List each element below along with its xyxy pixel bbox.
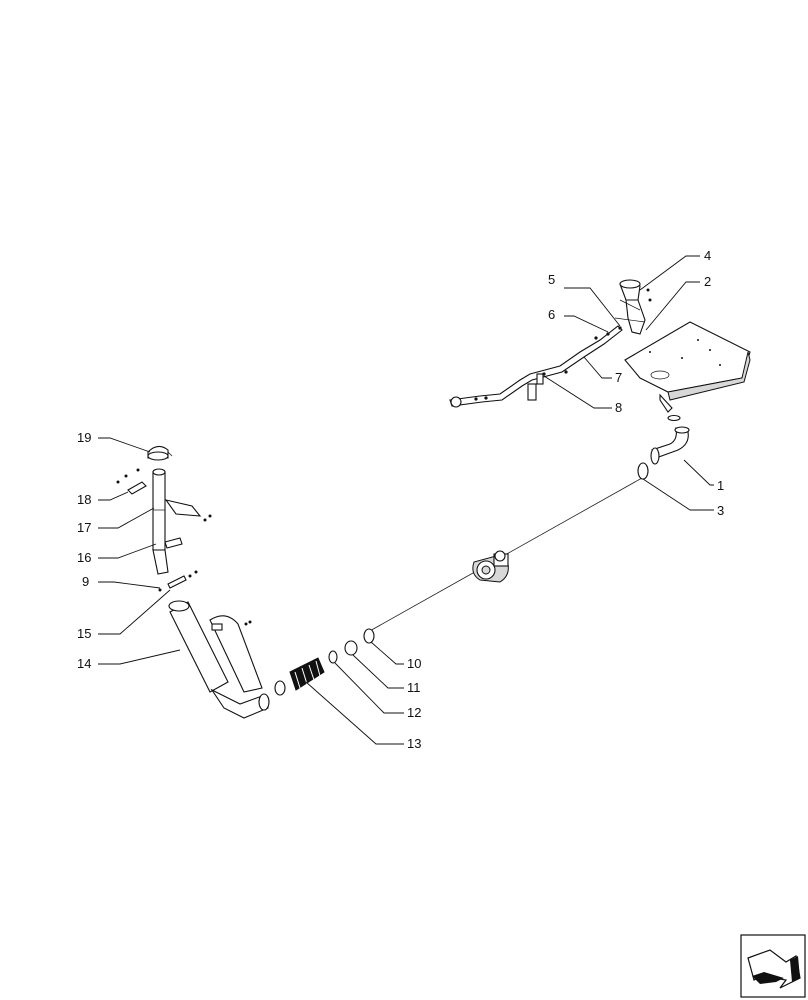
- callout-5: 5: [548, 272, 555, 287]
- callout-1: 1: [717, 478, 724, 493]
- callout-2: 2: [704, 274, 711, 289]
- callout-14: 14: [77, 656, 91, 671]
- leader-7: [583, 356, 612, 379]
- callout-10: 10: [407, 656, 421, 671]
- elbow-pipe: [650, 426, 690, 465]
- flex-bellows: [289, 657, 325, 691]
- leader-16: [98, 543, 157, 559]
- leader-15: [98, 589, 171, 635]
- callout-12: 12: [407, 705, 421, 720]
- leader-17: [98, 507, 155, 529]
- ring-11: [344, 640, 358, 656]
- leader-11: [352, 654, 404, 689]
- leader-19: [98, 437, 151, 453]
- leader-3: [642, 478, 714, 511]
- callout-18: 18: [77, 492, 91, 507]
- leader-2: [645, 281, 700, 331]
- leader-12: [334, 662, 404, 714]
- gasket-small: [274, 680, 286, 696]
- callout-13: 13: [407, 736, 421, 751]
- ring-10: [363, 628, 375, 644]
- heat-shield-assembly: [624, 321, 751, 422]
- leader-10: [370, 641, 404, 665]
- callout-8: 8: [615, 400, 622, 415]
- leader-9: [98, 581, 161, 589]
- clamp-ring: [637, 462, 649, 480]
- turbocharger: [472, 550, 509, 583]
- muffler: [168, 600, 270, 719]
- leader-14: [98, 649, 181, 665]
- callout-17: 17: [77, 520, 91, 535]
- arrow-navigation-icon[interactable]: [740, 934, 806, 998]
- leader-13: [305, 681, 404, 745]
- callout-3: 3: [717, 503, 724, 518]
- callout-11: 11: [407, 680, 421, 695]
- rain-cap: [147, 445, 173, 461]
- leader-6: [564, 315, 609, 333]
- callout-4: 4: [704, 248, 711, 263]
- leader-1: [683, 459, 714, 486]
- ring-12: [328, 650, 338, 664]
- callout-19: 19: [77, 430, 91, 445]
- bracket-15: [158, 570, 198, 592]
- leader-4: [639, 255, 700, 291]
- callout-9: 9: [82, 574, 89, 589]
- callout-7: 7: [615, 370, 622, 385]
- clamp-bolts-18: [116, 468, 147, 495]
- leader-8: [543, 375, 612, 409]
- leader-18: [98, 491, 129, 501]
- callout-16: 16: [77, 550, 91, 565]
- leader-5: [564, 287, 621, 327]
- upper-pipe-assembly: [614, 279, 652, 335]
- vertical-tailpipe: [152, 468, 212, 575]
- tube-harness-assembly: [449, 325, 623, 408]
- callout-6: 6: [548, 307, 555, 322]
- callout-15: 15: [77, 626, 91, 641]
